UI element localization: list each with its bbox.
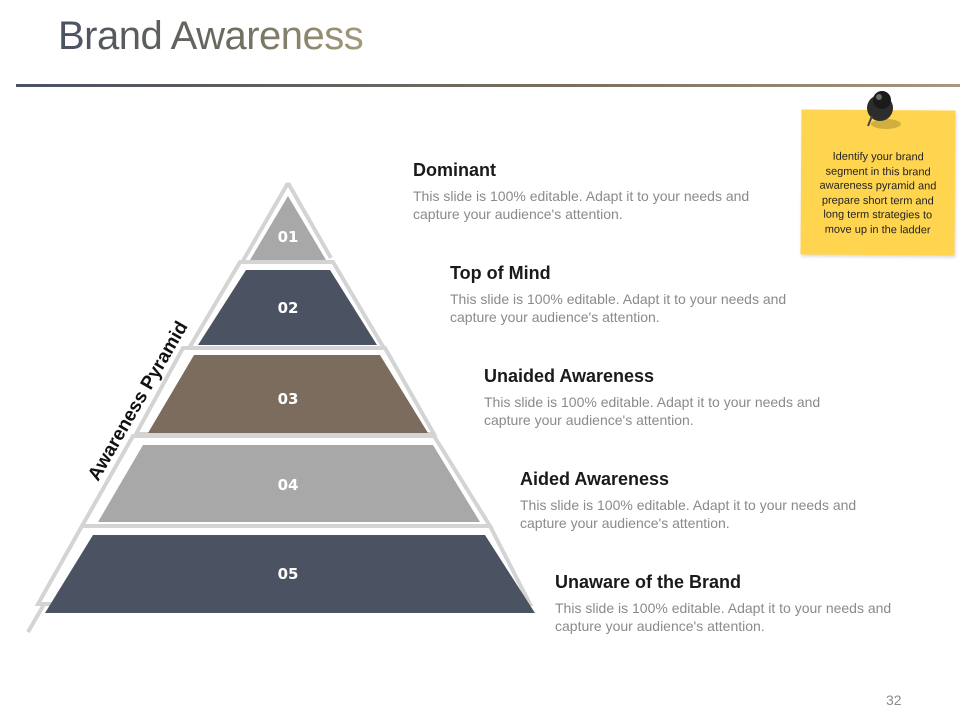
- level-description: This slide is 100% editable. Adapt it to…: [555, 600, 892, 634]
- slide-title: Brand Awareness: [58, 14, 364, 58]
- level-title: Top of Mind: [450, 263, 551, 283]
- layer-number-03: 03: [278, 390, 299, 408]
- layer-number-04: 04: [278, 476, 299, 494]
- level-title: Aided Awareness: [520, 469, 670, 489]
- level-title: Dominant: [413, 160, 496, 180]
- title-divider: [16, 84, 960, 87]
- layer-number-01: 01: [278, 228, 299, 246]
- sticky-note-text: Identify your brand segment in this bran…: [819, 150, 937, 236]
- level-description: This slide is 100% editable. Adapt it to…: [413, 188, 750, 222]
- level-unaware-of-brand: Unaware of the Brand This slide is 100% …: [555, 571, 935, 635]
- pyramid-frame-right: [286, 182, 333, 259]
- layer-number-05: 05: [278, 565, 299, 583]
- page-number: 32: [886, 692, 902, 708]
- level-unaided-awareness: Unaided Awareness This slide is 100% edi…: [484, 365, 864, 429]
- layer-number-02: 02: [278, 299, 299, 317]
- level-aided-awareness: Aided Awareness This slide is 100% edita…: [520, 468, 900, 532]
- pyramid-layer-05: [45, 535, 535, 613]
- pyramid-layer-01: [250, 196, 326, 260]
- level-description: This slide is 100% editable. Adapt it to…: [450, 291, 787, 325]
- level-top-of-mind: Top of Mind This slide is 100% editable.…: [450, 262, 830, 326]
- level-dominant: Dominant This slide is 100% editable. Ad…: [413, 159, 793, 223]
- pushpin-icon: [867, 91, 901, 129]
- level-description: This slide is 100% editable. Adapt it to…: [520, 497, 857, 531]
- pyramid-layer-03: [148, 355, 428, 433]
- pyramid-layer-02: [198, 270, 377, 345]
- level-title: Unaware of the Brand: [555, 572, 742, 592]
- pyramid-layer-04: [98, 445, 480, 522]
- level-description: This slide is 100% editable. Adapt it to…: [484, 394, 821, 428]
- level-title: Unaided Awareness: [484, 366, 655, 386]
